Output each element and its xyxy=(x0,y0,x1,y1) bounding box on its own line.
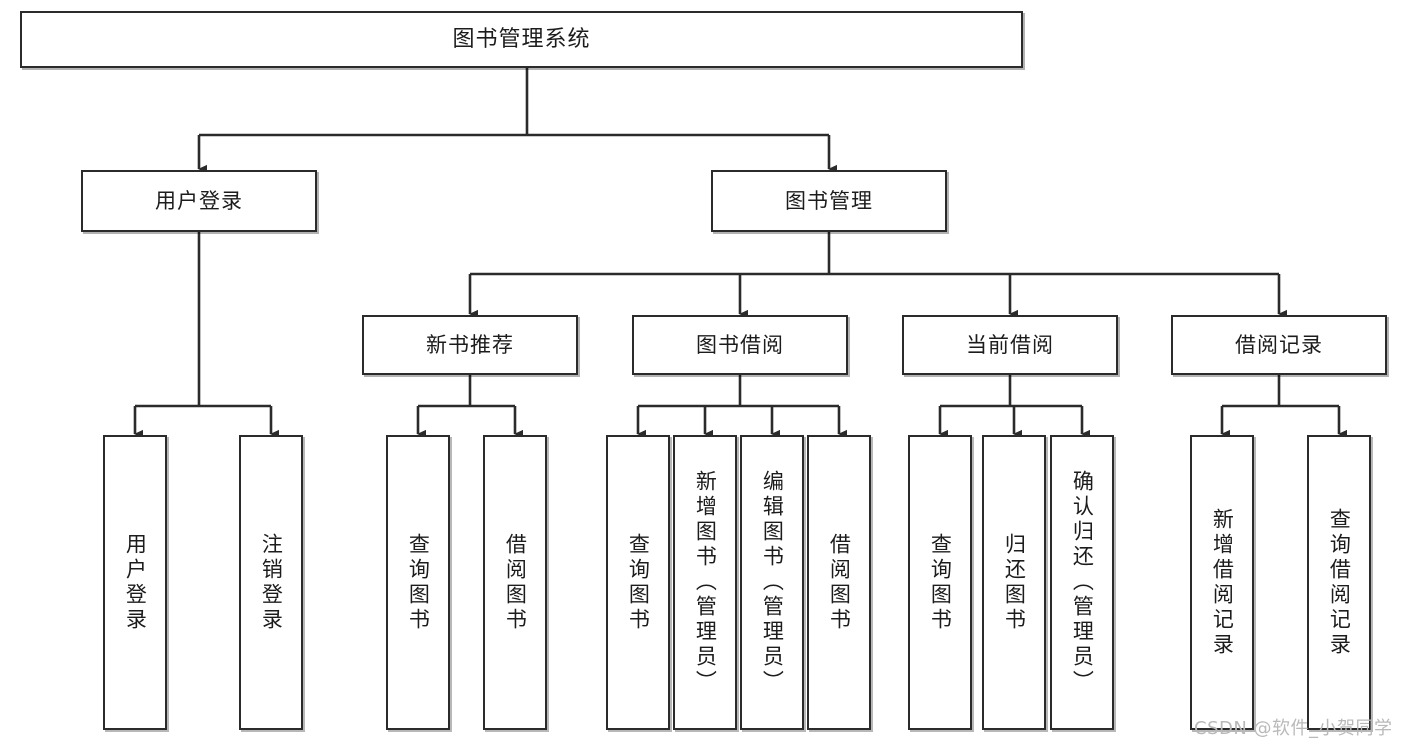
node-leaf-user-logout[interactable]: 注销登录 xyxy=(239,435,303,730)
node-label: 新增借阅记录 xyxy=(1210,507,1235,658)
node-label: 用户登录 xyxy=(123,532,148,633)
node-book-borrow[interactable]: 图书借阅 xyxy=(632,315,848,375)
node-label: 查询图书 xyxy=(626,532,651,633)
node-label: 图书管理系统 xyxy=(452,26,591,52)
node-new-book-rec[interactable]: 新书推荐 xyxy=(362,315,578,375)
node-leaf-query-borrow-record[interactable]: 查询借阅记录 xyxy=(1307,435,1371,730)
node-label: 借阅图书 xyxy=(503,532,528,633)
csdn-watermark: CSDN @软件_小贺同学 xyxy=(1194,718,1393,739)
node-leaf-borrow-book-rec[interactable]: 借阅图书 xyxy=(483,435,547,730)
node-leaf-borrow-book[interactable]: 借阅图书 xyxy=(807,435,871,730)
node-leaf-confirm-return[interactable]: 确认归还（管理员） xyxy=(1050,435,1114,730)
node-label: 确认归还（管理员） xyxy=(1070,470,1095,695)
node-label: 查询图书 xyxy=(928,532,953,633)
node-root[interactable]: 图书管理系统 xyxy=(20,11,1023,68)
node-book-manage[interactable]: 图书管理 xyxy=(711,170,947,232)
node-label: 用户登录 xyxy=(155,188,243,213)
node-leaf-query-book-rec[interactable]: 查询图书 xyxy=(386,435,450,730)
node-user-login[interactable]: 用户登录 xyxy=(81,170,317,232)
node-leaf-return-book[interactable]: 归还图书 xyxy=(982,435,1046,730)
node-leaf-user-login[interactable]: 用户登录 xyxy=(103,435,167,730)
node-borrow-record[interactable]: 借阅记录 xyxy=(1171,315,1387,375)
node-label: 编辑图书（管理员） xyxy=(760,470,785,695)
node-label: 图书管理 xyxy=(785,188,873,213)
node-leaf-query-book-current[interactable]: 查询图书 xyxy=(908,435,972,730)
node-label: 归还图书 xyxy=(1002,532,1027,633)
node-label: 图书借阅 xyxy=(696,332,784,357)
node-label: 借阅记录 xyxy=(1235,332,1323,357)
node-leaf-add-book[interactable]: 新增图书（管理员） xyxy=(673,435,737,730)
node-label: 借阅图书 xyxy=(827,532,852,633)
node-label: 新书推荐 xyxy=(426,332,514,357)
node-label: 查询图书 xyxy=(406,532,431,633)
node-label: 当前借阅 xyxy=(966,332,1054,357)
node-leaf-query-book-borrow[interactable]: 查询图书 xyxy=(606,435,670,730)
node-leaf-add-borrow-record[interactable]: 新增借阅记录 xyxy=(1190,435,1254,730)
node-leaf-edit-book[interactable]: 编辑图书（管理员） xyxy=(740,435,804,730)
node-label: 新增图书（管理员） xyxy=(693,470,718,695)
node-current-borrow[interactable]: 当前借阅 xyxy=(902,315,1118,375)
node-label: 查询借阅记录 xyxy=(1327,507,1352,658)
node-label: 注销登录 xyxy=(259,532,284,633)
